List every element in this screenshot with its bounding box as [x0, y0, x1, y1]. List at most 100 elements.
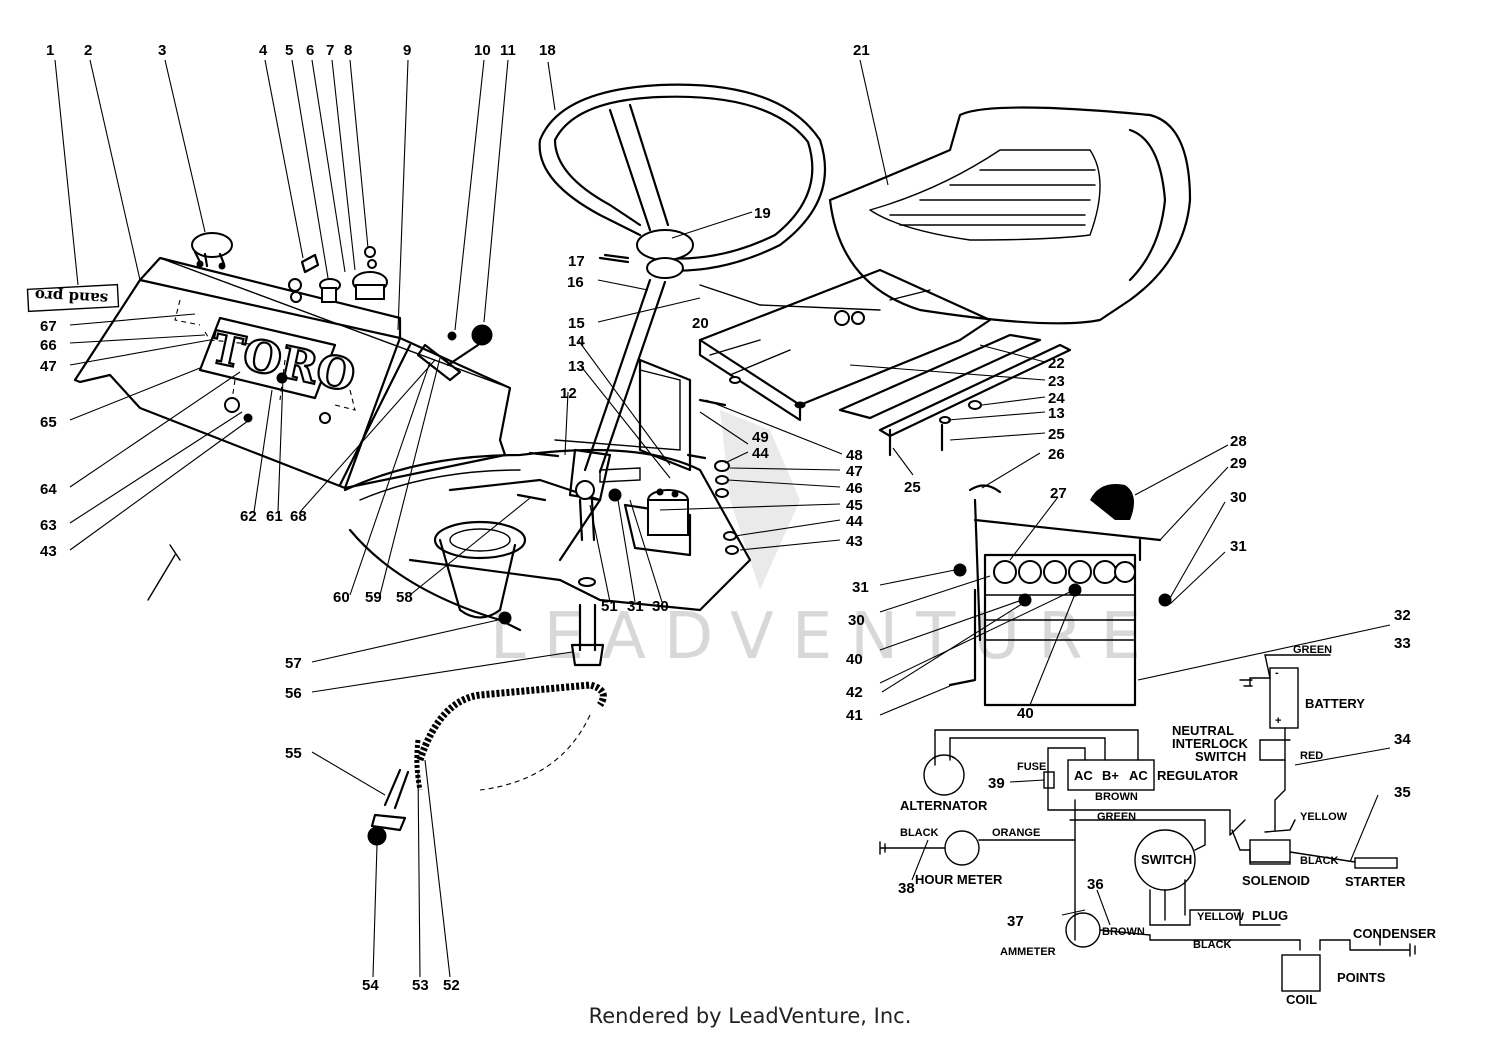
- label-fuse: FUSE: [1017, 761, 1046, 773]
- label-black-left: BLACK: [900, 827, 939, 839]
- seat-rail: [838, 289, 1072, 457]
- callout-25b: 25: [904, 479, 921, 496]
- callout-18: 18: [539, 42, 556, 59]
- callout-48: 48: [846, 447, 863, 464]
- label-starter: STARTER: [1345, 874, 1406, 889]
- key-4: [288, 253, 320, 303]
- callout-55: 55: [285, 745, 302, 762]
- label-coil: COIL: [1286, 992, 1317, 1007]
- solenoid-part: [608, 488, 692, 557]
- callout-37: 37: [1007, 913, 1024, 930]
- callout-31b: 31: [1230, 538, 1247, 555]
- callout-39: 39: [988, 775, 1005, 792]
- callout-63: 63: [40, 517, 57, 534]
- label-black-bottom: BLACK: [1193, 939, 1232, 951]
- callout-53: 53: [412, 977, 429, 994]
- callout-2: 2: [84, 42, 92, 59]
- steering-bracket: [599, 358, 692, 483]
- ground-battery: [1239, 677, 1271, 687]
- callout-3: 3: [158, 42, 166, 59]
- callout-47b: 47: [846, 463, 863, 480]
- callout-20: 20: [692, 315, 709, 332]
- callout-24: 24: [1048, 390, 1065, 407]
- label-solenoid: SOLENOID: [1242, 873, 1310, 888]
- battery-plus-sign: +: [1275, 715, 1281, 727]
- callout-31: 31: [627, 598, 644, 615]
- wiring-schematic: [879, 654, 1416, 992]
- callout-numbers: 1 2 3 4 5 6 7 8 9 10 11 18 21 19 17 16 1…: [40, 42, 1411, 994]
- callout-40b: 40: [1017, 705, 1034, 722]
- callout-12: 12: [560, 385, 577, 402]
- label-interlock-switch: SWITCH: [1195, 749, 1246, 764]
- callout-59: 59: [365, 589, 382, 606]
- battery-cells: [993, 560, 1136, 584]
- battery-minus-sign: -: [1275, 667, 1279, 679]
- label-points: POINTS: [1337, 970, 1386, 985]
- callout-13b: 13: [1048, 405, 1065, 422]
- callout-13: 13: [568, 358, 585, 375]
- callout-40: 40: [846, 651, 863, 668]
- callout-45: 45: [846, 497, 863, 514]
- callout-15: 15: [568, 315, 585, 332]
- callout-46: 46: [846, 480, 863, 497]
- callout-38: 38: [898, 880, 915, 897]
- battery-symbol: [1269, 667, 1299, 729]
- callout-10: 10: [474, 42, 491, 59]
- battery-part: [948, 484, 1172, 707]
- callout-8: 8: [344, 42, 352, 59]
- callout-52: 52: [443, 977, 460, 994]
- callout-11: 11: [500, 42, 516, 59]
- callout-16: 16: [567, 274, 584, 291]
- callout-17: 17: [568, 253, 585, 270]
- label-ac-1: AC: [1074, 768, 1093, 783]
- gauge-7: [352, 271, 388, 300]
- callout-29: 29: [1230, 455, 1247, 472]
- label-ac-2: AC: [1129, 768, 1148, 783]
- callout-32: 32: [1394, 607, 1411, 624]
- steering-wheel: [538, 83, 827, 279]
- callout-57: 57: [285, 655, 302, 672]
- label-green-top: GREEN: [1293, 644, 1332, 656]
- label-hour-meter: HOUR METER: [915, 872, 1003, 887]
- callout-56: 56: [285, 685, 302, 702]
- seat-plate: [698, 268, 992, 422]
- label-red: RED: [1300, 750, 1323, 762]
- callout-9: 9: [403, 42, 411, 59]
- pins-12-17: [516, 253, 630, 502]
- nut-57: [498, 611, 512, 625]
- callout-23: 23: [1048, 373, 1065, 390]
- callout-5: 5: [285, 42, 293, 59]
- callout-30c: 30: [848, 612, 865, 629]
- callout-49: 49: [752, 429, 769, 446]
- callout-30b: 30: [1230, 489, 1247, 506]
- callout-19: 19: [754, 205, 771, 222]
- label-orange: ORANGE: [992, 827, 1040, 839]
- callout-31c: 31: [852, 579, 869, 596]
- callout-14: 14: [568, 333, 585, 350]
- render-credit: Rendered by LeadVenture, Inc.: [588, 1004, 912, 1028]
- label-yellow-right: YELLOW: [1300, 811, 1348, 823]
- label-black-solenoid: BLACK: [1300, 855, 1339, 867]
- callout-64: 64: [40, 481, 57, 498]
- panel-fasteners: [147, 372, 331, 601]
- label-brown-ammeter: BROWN: [1102, 926, 1145, 938]
- toro-emblem: TORO: [198, 316, 361, 404]
- callout-34: 34: [1394, 731, 1411, 748]
- callout-62: 62: [240, 508, 257, 525]
- callout-43b: 43: [846, 533, 863, 550]
- label-alternator: ALTERNATOR: [900, 798, 988, 813]
- callout-21: 21: [853, 42, 870, 59]
- label-brown-top: BROWN: [1095, 791, 1138, 803]
- callout-47: 47: [40, 358, 57, 375]
- callout-42: 42: [846, 684, 863, 701]
- callout-35: 35: [1394, 784, 1411, 801]
- callout-27: 27: [1050, 485, 1067, 502]
- callout-41: 41: [846, 707, 863, 724]
- sand-pro-text: sand pro: [34, 286, 108, 308]
- drive-chain: [414, 681, 607, 791]
- nut-8: [364, 246, 377, 269]
- callout-33: 33: [1394, 635, 1411, 652]
- wiring-labels: GREEN BATTERY - + NEUTRAL INTERLOCK SWIT…: [900, 644, 1437, 1007]
- callout-25: 25: [1048, 426, 1065, 443]
